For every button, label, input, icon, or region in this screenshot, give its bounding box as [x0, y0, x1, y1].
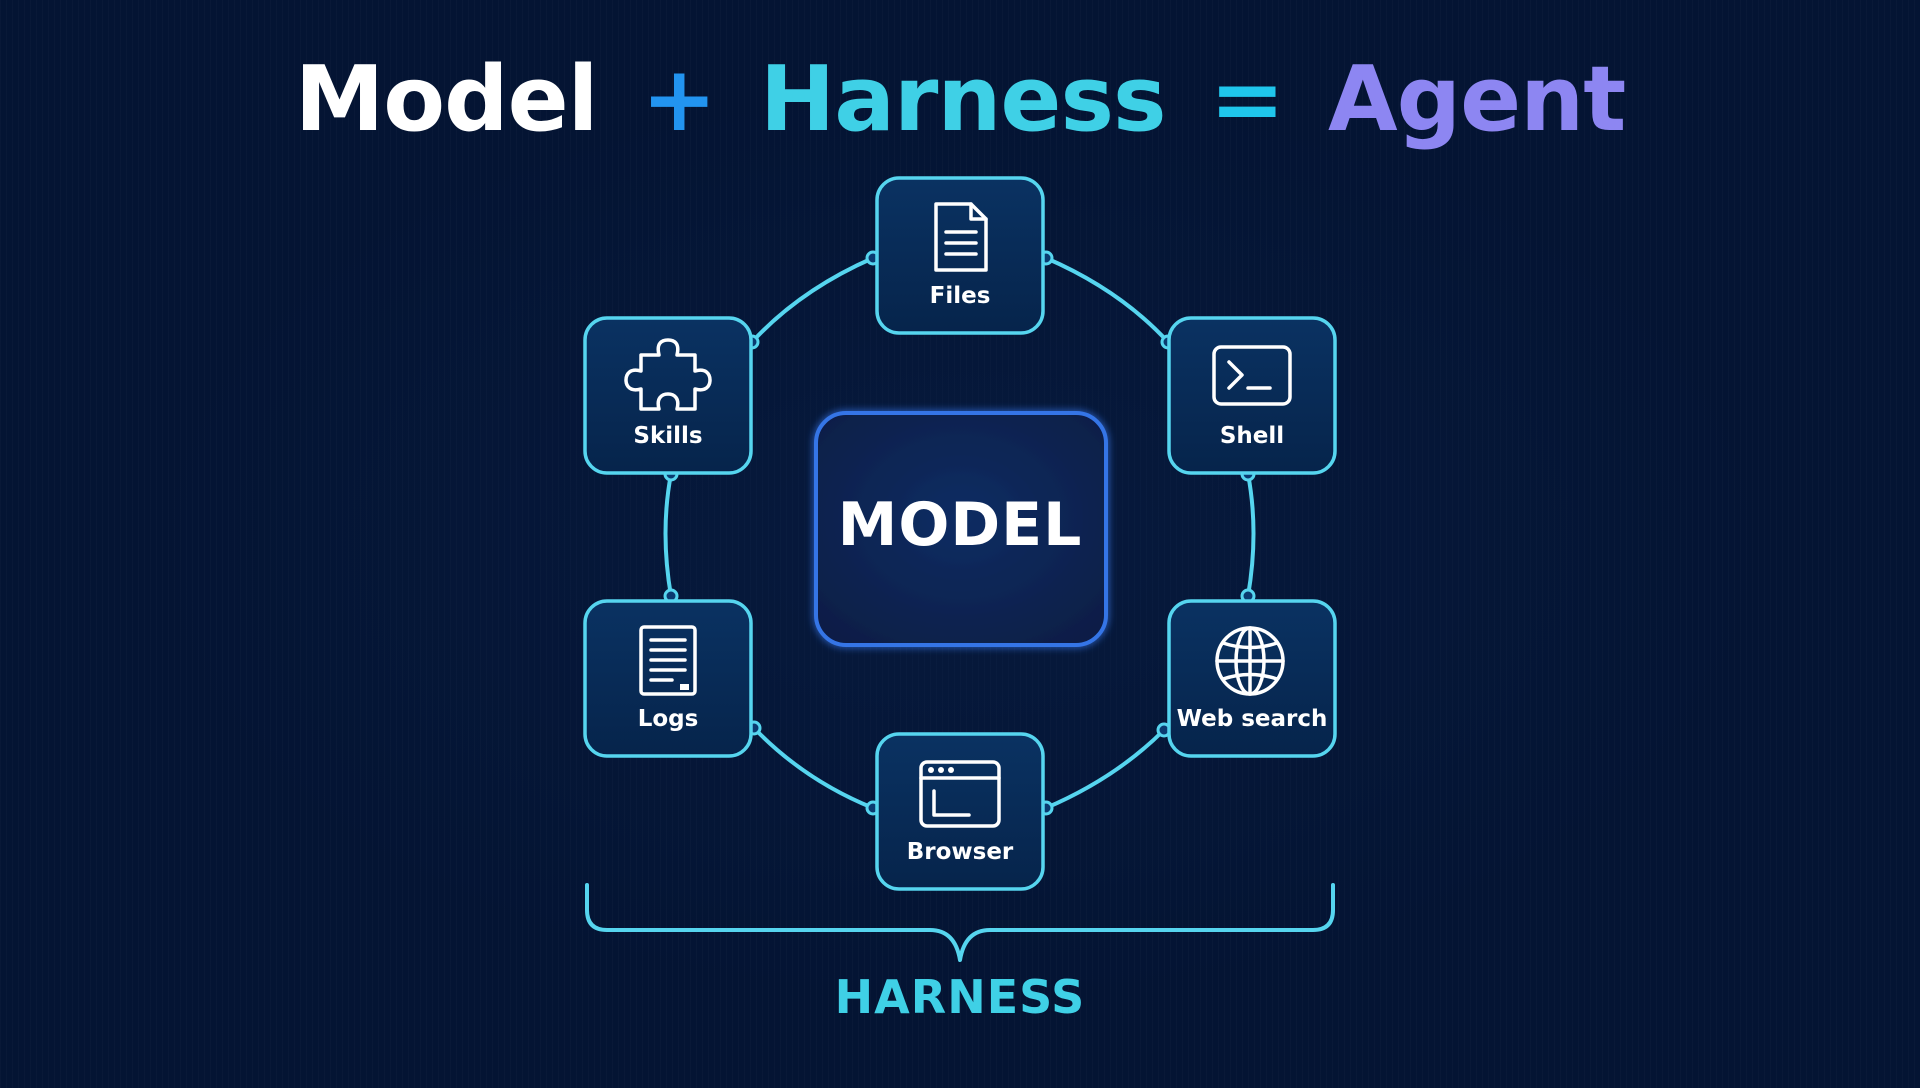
connector-files-shell [1044, 256, 1170, 344]
browser-dot-icon [938, 767, 944, 773]
puzzle-piece-icon [624, 338, 712, 411]
node-label-files: Files [929, 283, 991, 309]
model-box [814, 411, 1108, 647]
node-websearch-box [1167, 599, 1337, 758]
page-title: Model + Harness = Agent [0, 45, 1920, 155]
connector-shell-websearch [1246, 472, 1256, 598]
title-equals-sign: = [1209, 47, 1285, 152]
node-label-skills: Skills [633, 423, 703, 449]
node-shell-box [1167, 316, 1337, 475]
title-model: Model [294, 47, 599, 152]
title-plus-sign: + [641, 47, 716, 152]
connector-skills-files [750, 256, 875, 344]
node-label-shell: Shell [1219, 423, 1285, 449]
connector-browser-logs [752, 726, 875, 810]
model-label: MODEL [837, 490, 1083, 560]
ring-connectors [663, 256, 1256, 810]
browser-dot-icon [928, 767, 934, 773]
connector-websearch-browser [1044, 728, 1166, 810]
harness-label: HARNESS [834, 970, 1086, 1024]
file-icon [934, 202, 988, 272]
log-document-icon [639, 625, 697, 696]
terminal-icon [1212, 345, 1292, 406]
connector-logs-skills [663, 472, 673, 598]
globe-icon [1215, 626, 1285, 696]
browser-dot-icon [948, 767, 954, 773]
title-agent: Agent [1328, 47, 1626, 152]
node-label-browser: Browser [906, 839, 1014, 865]
icon-fills [680, 684, 954, 773]
node-label-web-search: Web search [1176, 706, 1328, 732]
node-browser-box [875, 732, 1045, 891]
log-fold-icon [680, 684, 689, 690]
browser-window-icon [919, 760, 1001, 828]
node-label-logs: Logs [637, 706, 699, 732]
title-harness: Harness [759, 47, 1167, 152]
harness-brace [585, 883, 1335, 962]
